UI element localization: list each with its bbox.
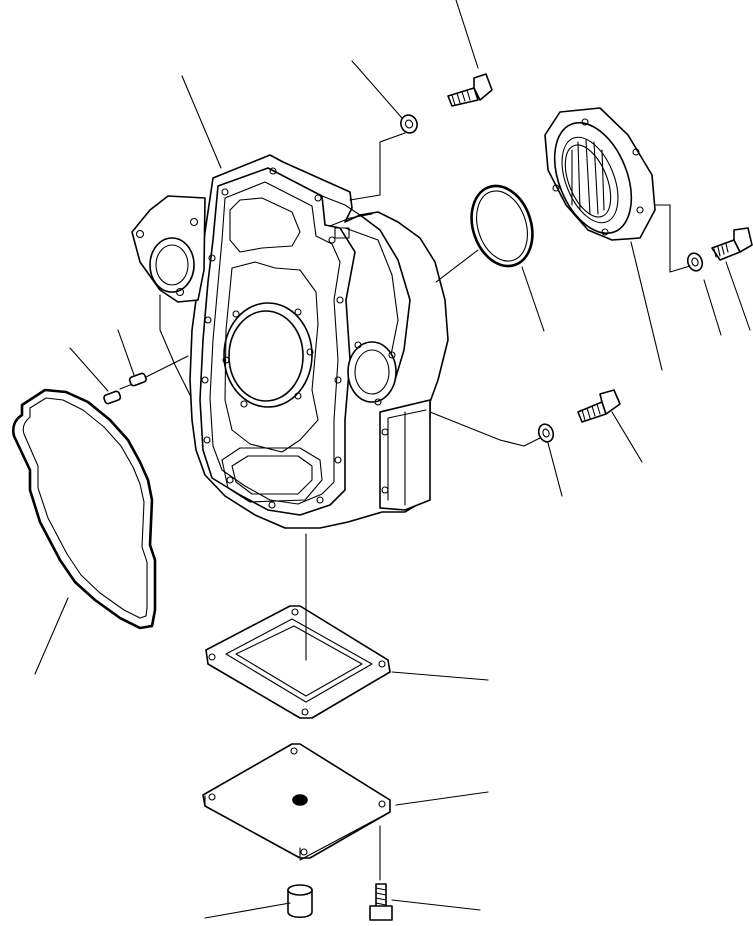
inspection-cover — [202, 743, 391, 861]
flywheel-housing — [131, 154, 449, 529]
plug — [287, 884, 313, 919]
inspection-gasket — [205, 605, 391, 719]
cover-bolt — [369, 883, 393, 921]
housing-gasket — [11, 388, 157, 630]
washer-top — [400, 114, 418, 134]
housing-bolt-top — [447, 73, 493, 107]
oil-seal — [544, 107, 656, 241]
washer-lower — [537, 423, 555, 443]
seal-washer — [686, 252, 704, 272]
o-ring — [470, 184, 534, 268]
housing-bolt-right — [577, 389, 621, 423]
leader-lines — [34, 0, 751, 919]
oil-seal-bolt — [711, 227, 753, 261]
dowel-pin — [103, 355, 189, 405]
